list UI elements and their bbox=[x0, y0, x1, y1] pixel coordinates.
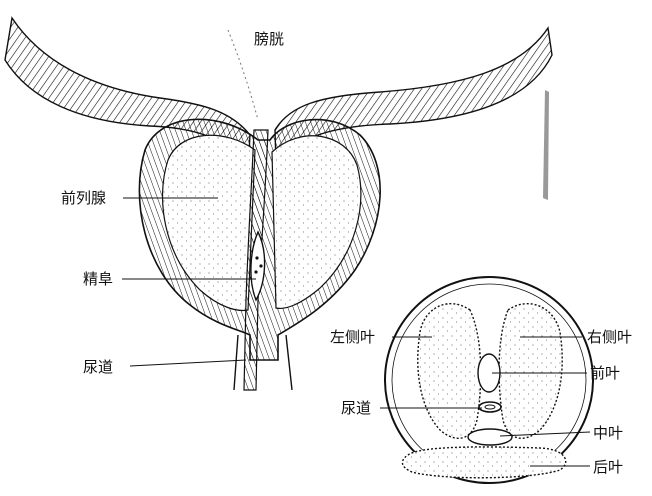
label-prostate: 前列腺 bbox=[61, 189, 106, 207]
label-urethra-left: 尿道 bbox=[83, 358, 113, 376]
label-posterior-lobe: 后叶 bbox=[593, 458, 623, 476]
leader-urethra-left bbox=[130, 360, 246, 366]
middle-lobe bbox=[468, 429, 512, 445]
scan-speckle bbox=[543, 90, 549, 200]
label-left-lateral-lobe: 左侧叶 bbox=[330, 328, 375, 346]
label-verumontanum: 精阜 bbox=[83, 270, 113, 288]
label-bladder: 膀胱 bbox=[254, 30, 284, 48]
urethra-cross-section bbox=[479, 402, 501, 412]
label-anterior-lobe: 前叶 bbox=[590, 364, 620, 382]
label-urethra-cross: 尿道 bbox=[341, 399, 371, 417]
label-middle-lobe: 中叶 bbox=[593, 424, 623, 442]
label-right-lateral-lobe: 右侧叶 bbox=[587, 328, 632, 346]
